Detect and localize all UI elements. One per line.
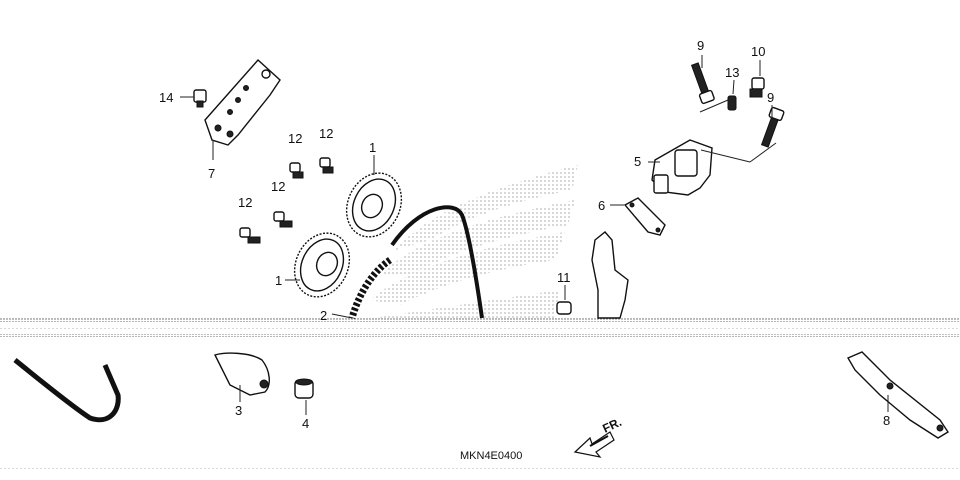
part-7-bracket [204,59,281,160]
callout-10: 10 [751,44,765,59]
callout-9: 9 [697,38,704,53]
callout-labels: 1 1 2 3 4 5 6 7 8 9 9 10 11 12 12 12 12 … [159,38,890,431]
callout-2: 2 [320,308,327,323]
wing-emblem-watermark [360,165,578,320]
direction-label: FR. [600,415,623,436]
tensioner-arm [591,231,629,319]
callout-1: 1 [275,273,282,288]
callout-1: 1 [369,140,376,155]
callout-11: 11 [557,270,571,285]
part-2-cam-chain [331,205,484,319]
part-14-bolt [180,89,207,108]
part-6-gasket [610,197,666,236]
part-9-bolts [690,55,785,148]
callout-6: 6 [598,198,605,213]
callout-3: 3 [235,403,242,418]
lower-chain-guide [13,357,121,423]
callout-12: 12 [238,195,252,210]
part-1-sprockets [285,155,403,298]
callout-5: 5 [634,154,641,169]
callout-8: 8 [883,413,890,428]
part-10-bolt [749,60,765,98]
part-3-sprocket [214,352,270,402]
part-4-collar [294,378,314,415]
diagram-code: MKN4E0400 [460,450,522,462]
scan-noise-band [0,318,960,469]
callout-14: 14 [159,90,173,105]
callout-12: 12 [288,131,302,146]
callout-4: 4 [302,416,309,431]
part-13-washer [727,79,737,111]
callout-12: 12 [271,179,285,194]
part-5-tensioner [648,99,777,196]
callout-7: 7 [208,166,215,181]
callout-9: 9 [767,90,774,105]
front-direction-arrow: FR. [573,415,624,458]
part-8-chain-guide [846,351,949,439]
callout-13: 13 [725,65,739,80]
callout-12: 12 [319,126,333,141]
part-12-bolts [239,157,334,244]
part-11-bolt [556,285,572,315]
